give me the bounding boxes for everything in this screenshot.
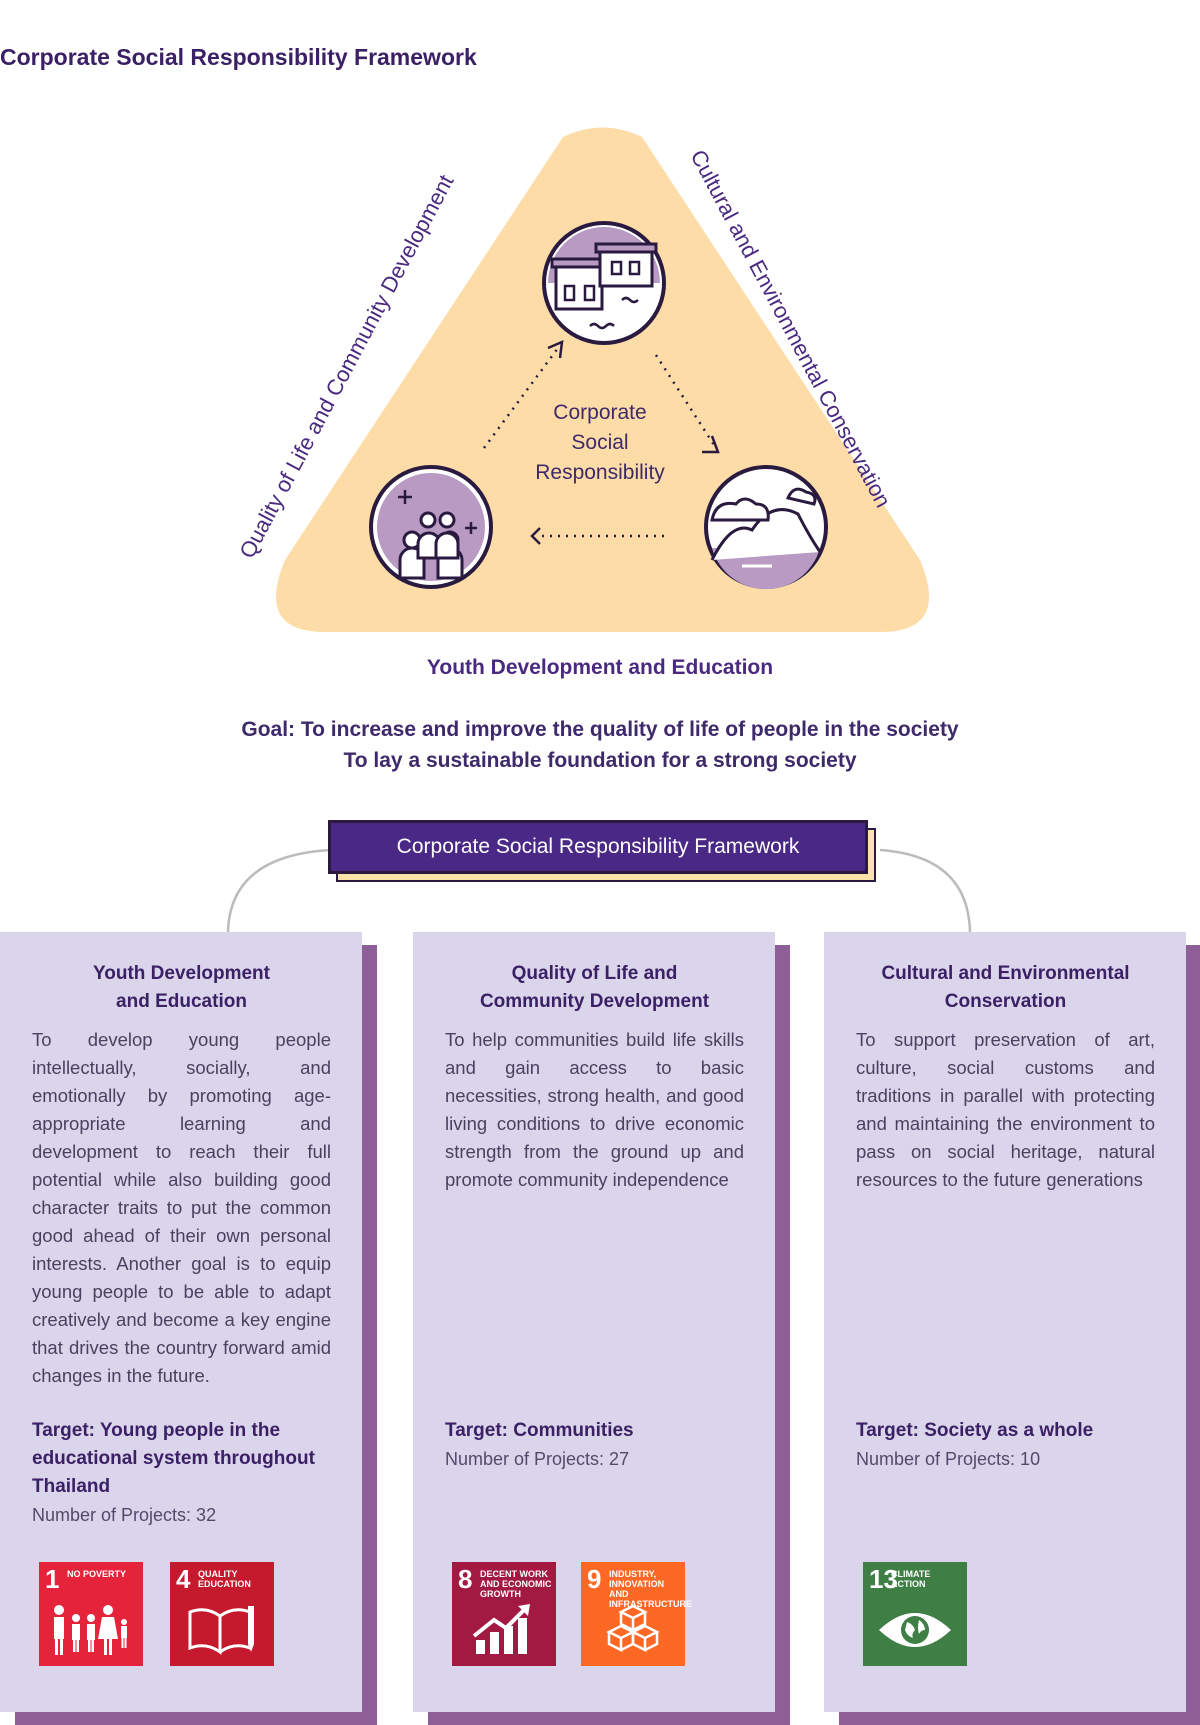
target-text: Target: Communities xyxy=(445,1420,634,1441)
sdg-label: NO POVERTY xyxy=(67,1569,127,1579)
sdg-label: DECENT WORK AND ECONOMIC GROWTH xyxy=(480,1569,552,1599)
sdg-number: 8 xyxy=(458,1564,473,1594)
center-label: Corporate Social Responsibility xyxy=(500,398,700,488)
csr-triangle-diagram: Quality of Life and Community Developmen… xyxy=(234,127,929,632)
sdg-badge-8: 8 DECENT WORK AND ECONOMIC GROWTH xyxy=(452,1562,556,1666)
mountain-icon xyxy=(704,465,828,590)
card-target: Target: Young people in the educational … xyxy=(32,1417,332,1529)
sdg-label: CLIMATE ACTION xyxy=(891,1569,931,1589)
goal-statement: Goal: To increase and improve the qualit… xyxy=(0,714,1200,776)
card-face: Cultural and Environmental Conservation … xyxy=(824,932,1186,1712)
cycle-arrows xyxy=(482,339,720,545)
card-title-line: Community Development xyxy=(479,991,710,1012)
card-title-line: Cultural and Environmental xyxy=(881,963,1130,984)
sdg-badge-4: 4 QUALITY EDUCATION xyxy=(170,1562,274,1666)
project-count: Number of Projects: 10 xyxy=(856,1449,1041,1469)
card-title-line: Conservation xyxy=(944,991,1067,1012)
bottom-side-label: Youth Development and Education xyxy=(426,656,774,679)
sdg-number: 13 xyxy=(869,1564,898,1594)
goal-line: Goal: To increase and improve the qualit… xyxy=(241,718,959,741)
center-label-line: Corporate xyxy=(553,401,647,424)
card-face: Youth Development and Education To devel… xyxy=(0,932,362,1712)
growth-chart-icon xyxy=(472,1604,530,1654)
card-title-line: Quality of Life and xyxy=(511,963,678,984)
target-text: Target: Young people in the educational … xyxy=(32,1420,315,1497)
sdg-label: QUALITY EDUCATION xyxy=(198,1569,251,1589)
card-title-line: and Education xyxy=(116,991,247,1012)
card-cultural-environmental: Cultural and Environmental Conservation … xyxy=(824,932,1200,1725)
card-target: Target: Communities Number of Projects: … xyxy=(445,1417,745,1473)
card-youth-development: Youth Development and Education To devel… xyxy=(0,932,377,1725)
card-title-line: Youth Development xyxy=(93,963,270,984)
card-description: To support preservation of art, culture,… xyxy=(856,1029,1155,1190)
card-face: Quality of Life and Community Developmen… xyxy=(413,932,775,1712)
page-title: Corporate Social Responsibility Framewor… xyxy=(0,44,477,70)
center-label-line: Responsibility xyxy=(535,461,665,484)
card-description: To develop young people intellectually, … xyxy=(32,1029,331,1386)
card-target: Target: Society as a whole Number of Pro… xyxy=(856,1417,1156,1473)
cubes-icon xyxy=(606,1604,660,1653)
sdg-label: INDUSTRY, INNOVATION AND INFRASTRUCTURE xyxy=(609,1569,692,1609)
sdg-number: 1 xyxy=(45,1564,60,1594)
family-icon xyxy=(54,1605,127,1655)
target-text: Target: Society as a whole xyxy=(856,1420,1094,1441)
sdg-number: 4 xyxy=(176,1564,191,1594)
village-icon xyxy=(542,221,666,345)
card-quality-of-life: Quality of Life and Community Developmen… xyxy=(413,932,790,1725)
sdg-badge-1: 1 NO POVERTY xyxy=(39,1562,143,1666)
banner-title: Corporate Social Responsibility Framewor… xyxy=(328,820,868,874)
framework-banner: Corporate Social Responsibility Framewor… xyxy=(328,820,876,882)
sdg-badge-13: 13 CLIMATE ACTION xyxy=(863,1562,967,1666)
sdg-number: 9 xyxy=(587,1564,602,1594)
book-icon xyxy=(188,1606,254,1655)
card-title: Youth Development and Education xyxy=(32,960,331,1016)
sdg-badge-9: 9 INDUSTRY, INNOVATION AND INFRASTRUCTUR… xyxy=(581,1562,692,1666)
card-description: To help communities build life skills an… xyxy=(445,1029,744,1190)
project-count: Number of Projects: 32 xyxy=(32,1505,217,1525)
project-count: Number of Projects: 27 xyxy=(445,1449,630,1469)
center-label-line: Social xyxy=(571,431,629,454)
people-icon xyxy=(369,465,493,589)
card-title: Cultural and Environmental Conservation xyxy=(856,960,1155,1016)
eye-globe-icon xyxy=(879,1613,951,1647)
goal-line: To lay a sustainable foundation for a st… xyxy=(343,749,857,772)
card-title: Quality of Life and Community Developmen… xyxy=(445,960,744,1016)
